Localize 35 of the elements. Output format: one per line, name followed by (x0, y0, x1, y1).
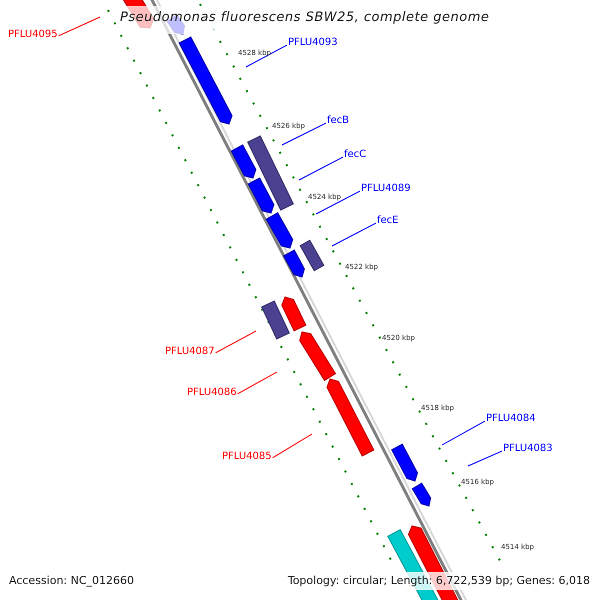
gene-label: fecB (327, 114, 350, 127)
leader-line (442, 420, 486, 446)
gene-label: PFLU4086 (187, 386, 237, 399)
leader-line (282, 122, 326, 146)
gene-block (230, 144, 256, 179)
leader-line (332, 222, 376, 246)
gene-label: PFLU4087 (165, 345, 215, 358)
gene-label: fecE (377, 214, 398, 227)
leader-line (58, 16, 100, 36)
gene-block (299, 331, 336, 382)
leader-line (237, 372, 278, 394)
gene-label: PFLU4095 (8, 28, 58, 41)
leader-line (316, 190, 360, 214)
leader-line (468, 450, 502, 466)
gene-block (281, 296, 307, 332)
gene-block (391, 444, 418, 482)
gene-block (412, 482, 432, 507)
gene-block (326, 378, 374, 457)
gene-label: PFLU4089 (361, 182, 411, 195)
leader-line (246, 44, 288, 68)
gene-block (283, 249, 305, 278)
gene-block (261, 300, 290, 340)
gene-block (248, 177, 274, 214)
gene-block (300, 240, 324, 272)
leader-line (272, 434, 312, 458)
gene-label: PFLU4084 (486, 412, 536, 425)
gene-block (266, 212, 294, 249)
gene-label: PFLU4093 (288, 36, 338, 49)
gene-label: fecC (344, 148, 366, 161)
gene-label: PFLU4085 (222, 450, 272, 463)
gene-block (178, 36, 233, 125)
leader-line (298, 156, 344, 180)
leader-line (215, 330, 256, 354)
gene-label: PFLU4083 (503, 442, 553, 455)
gene-block (247, 135, 294, 211)
